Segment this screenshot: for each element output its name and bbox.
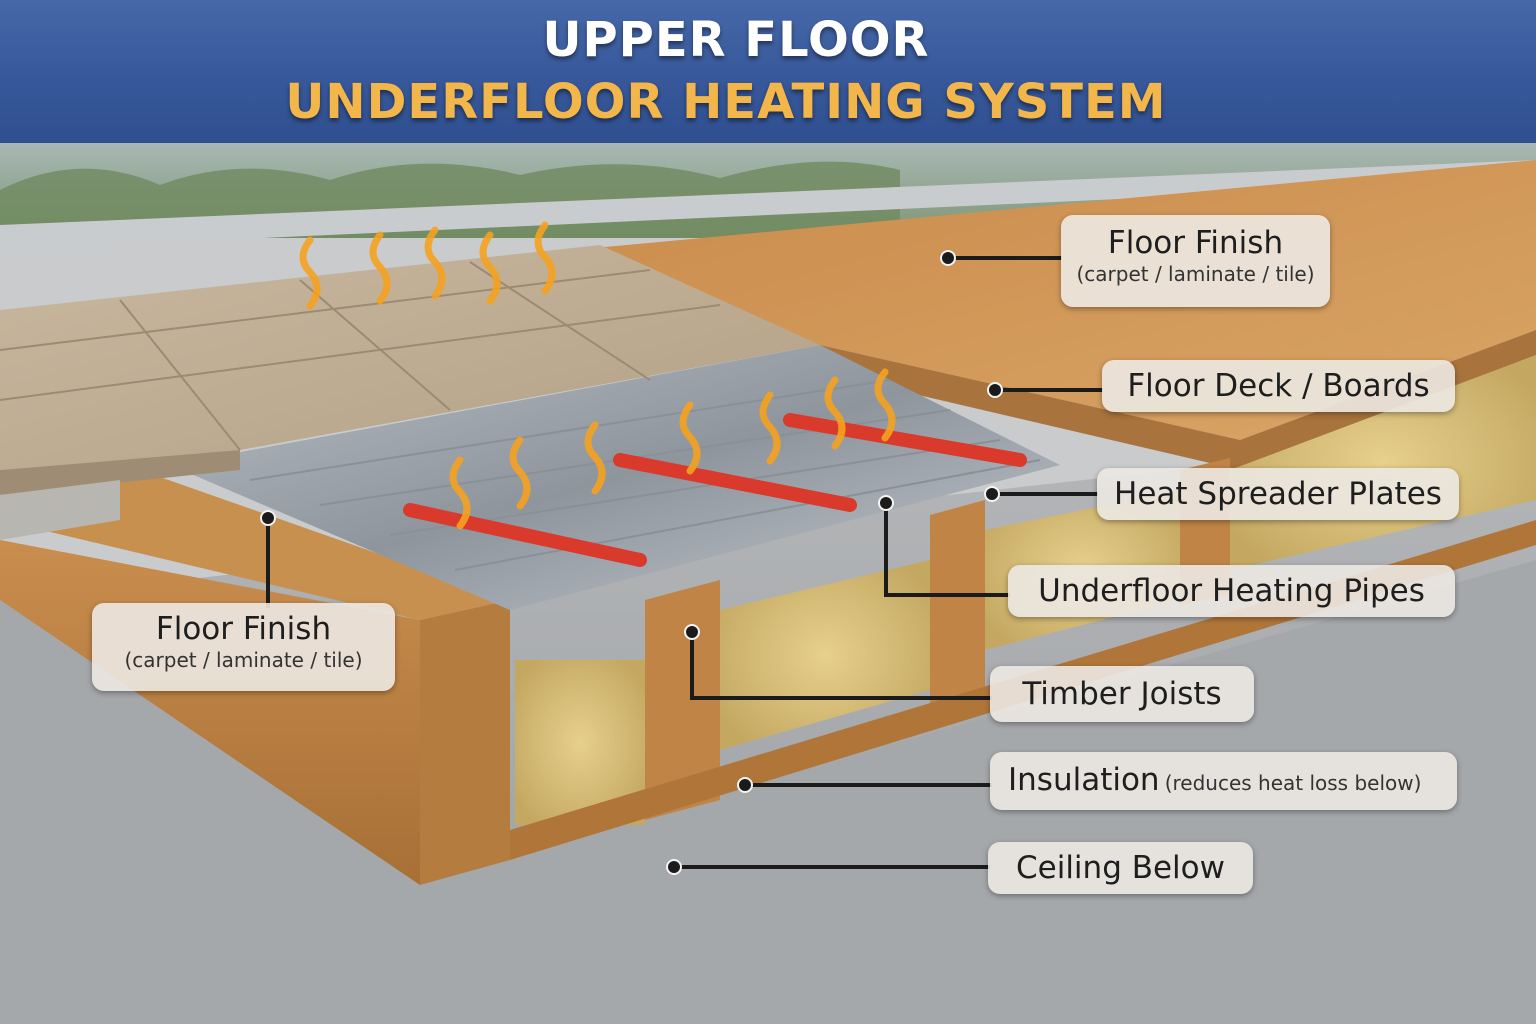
title-line-1: UPPER FLOOR xyxy=(542,12,930,68)
heating-pipes xyxy=(403,413,1027,567)
label-insulation: Insulation (reduces heat loss below) xyxy=(990,752,1457,810)
leader-lines xyxy=(266,256,1103,869)
title-line-2: UNDERFLOOR HEATING SYSTEM xyxy=(285,74,1167,130)
tile-grout-lines xyxy=(0,261,721,451)
label-title: Floor Finish xyxy=(1107,225,1284,261)
joist-frame-front xyxy=(420,600,510,885)
tile-edge xyxy=(0,450,240,495)
label-ceiling-below: Ceiling Below xyxy=(988,842,1253,894)
label-timber-joists: Timber Joists xyxy=(990,666,1254,722)
timber-joist xyxy=(645,580,720,820)
label-heating-pipes: Underfloor Heating Pipes xyxy=(1008,565,1455,617)
label-floor-finish-left: Floor Finish (carpet / laminate / tile) xyxy=(92,603,395,691)
label-subtitle: (carpet / laminate / tile) xyxy=(1076,262,1315,286)
label-title: Underfloor Heating Pipes xyxy=(1038,573,1425,609)
timber-joist xyxy=(930,500,985,705)
label-title: Heat Spreader Plates xyxy=(1114,476,1442,512)
label-title: Insulation xyxy=(1008,762,1160,798)
label-subtitle: (carpet / laminate / tile) xyxy=(124,648,363,672)
label-heat-spreader-plates: Heat Spreader Plates xyxy=(1097,468,1459,520)
rim-joist-top xyxy=(0,470,510,620)
insulation-batt xyxy=(720,560,930,750)
label-title: Ceiling Below xyxy=(1015,850,1225,886)
label-floor-deck: Floor Deck / Boards xyxy=(1102,360,1455,412)
label-subtitle: (reduces heat loss below) xyxy=(1164,771,1422,795)
leader-dot-icon xyxy=(260,250,1003,875)
heat-wave-icon xyxy=(299,221,896,530)
title-banner: UPPER FLOOR UNDERFLOOR HEATING SYSTEM xyxy=(0,0,1536,143)
label-title: Timber Joists xyxy=(1022,676,1222,712)
tile-bed xyxy=(0,480,120,540)
window-sill xyxy=(0,160,1536,250)
label-title: Floor Finish xyxy=(155,611,332,647)
label-title: Floor Deck / Boards xyxy=(1127,368,1430,404)
label-floor-finish-right: Floor Finish (carpet / laminate / tile) xyxy=(1061,215,1330,307)
tile-floor-finish xyxy=(0,245,820,470)
